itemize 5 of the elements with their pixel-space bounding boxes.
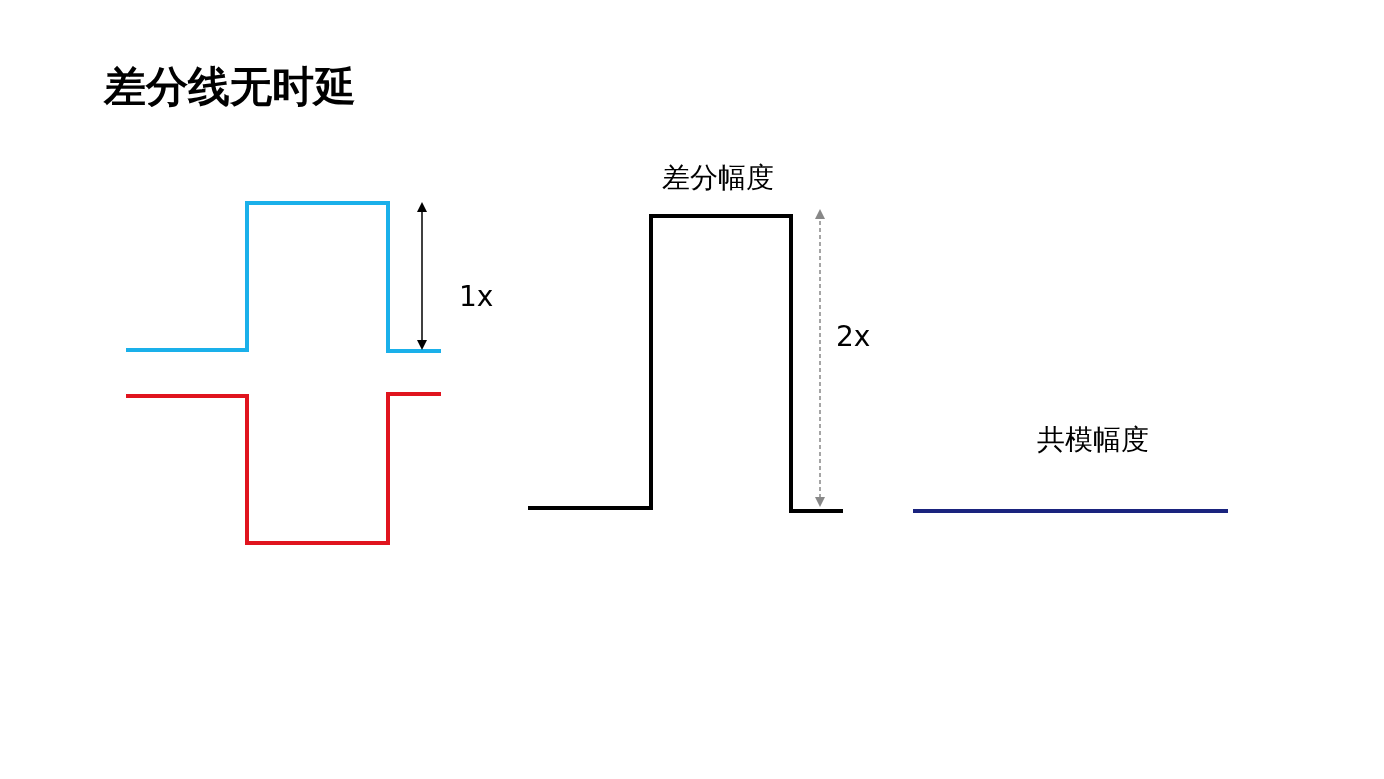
chart-label: 共模幅度 [1037, 423, 1149, 457]
title: 差分线无时延 [104, 62, 356, 113]
chart-label: 差分幅度 [662, 161, 774, 195]
dimension-label: 2x [836, 320, 871, 354]
dimension-label: 1x [459, 280, 494, 314]
